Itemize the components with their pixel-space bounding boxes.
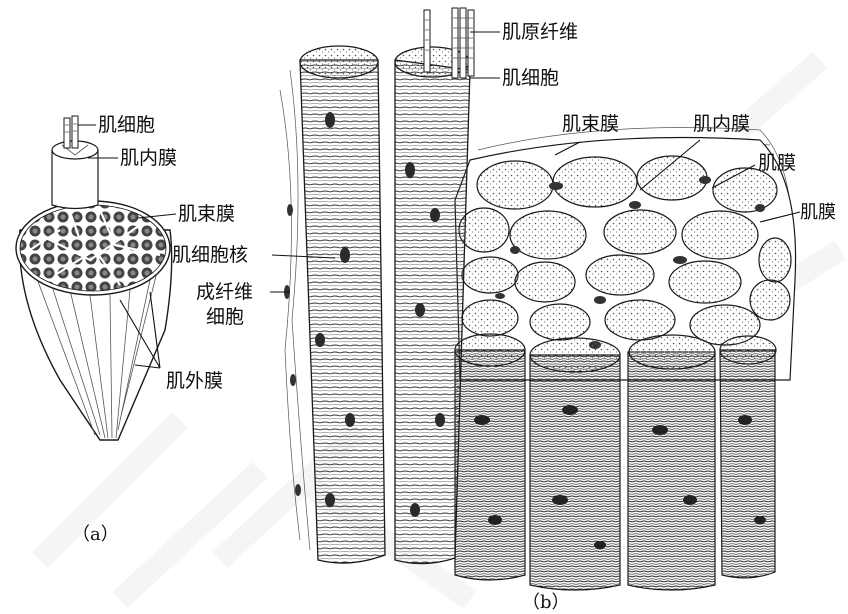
label-a-myocyte: 肌细胞 [98, 114, 155, 136]
striated-fiber-row [455, 334, 776, 590]
label-b-membrane-1: 肌膜 [758, 152, 796, 174]
label-b-fibroblast-line2: 细胞 [206, 306, 244, 328]
label-b-membrane-2: 肌膜 [800, 202, 836, 224]
label-a-epimysium: 肌外膜 [166, 370, 223, 392]
label-b-myofibril: 肌原纤维 [502, 21, 578, 43]
label-b-nucleus: 肌细胞核 [172, 244, 248, 266]
caption-a: （a） [72, 520, 119, 546]
label-b-endomysium: 肌内膜 [693, 113, 750, 135]
caption-b: （b） [522, 588, 570, 614]
label-b-fibroblast-line1: 成纤维 [196, 281, 253, 303]
label-b-perimysium: 肌束膜 [562, 113, 619, 135]
label-a-endomysium: 肌内膜 [120, 147, 177, 169]
label-a-perimysium: 肌束膜 [178, 203, 235, 225]
label-b-myocyte: 肌细胞 [502, 67, 559, 89]
